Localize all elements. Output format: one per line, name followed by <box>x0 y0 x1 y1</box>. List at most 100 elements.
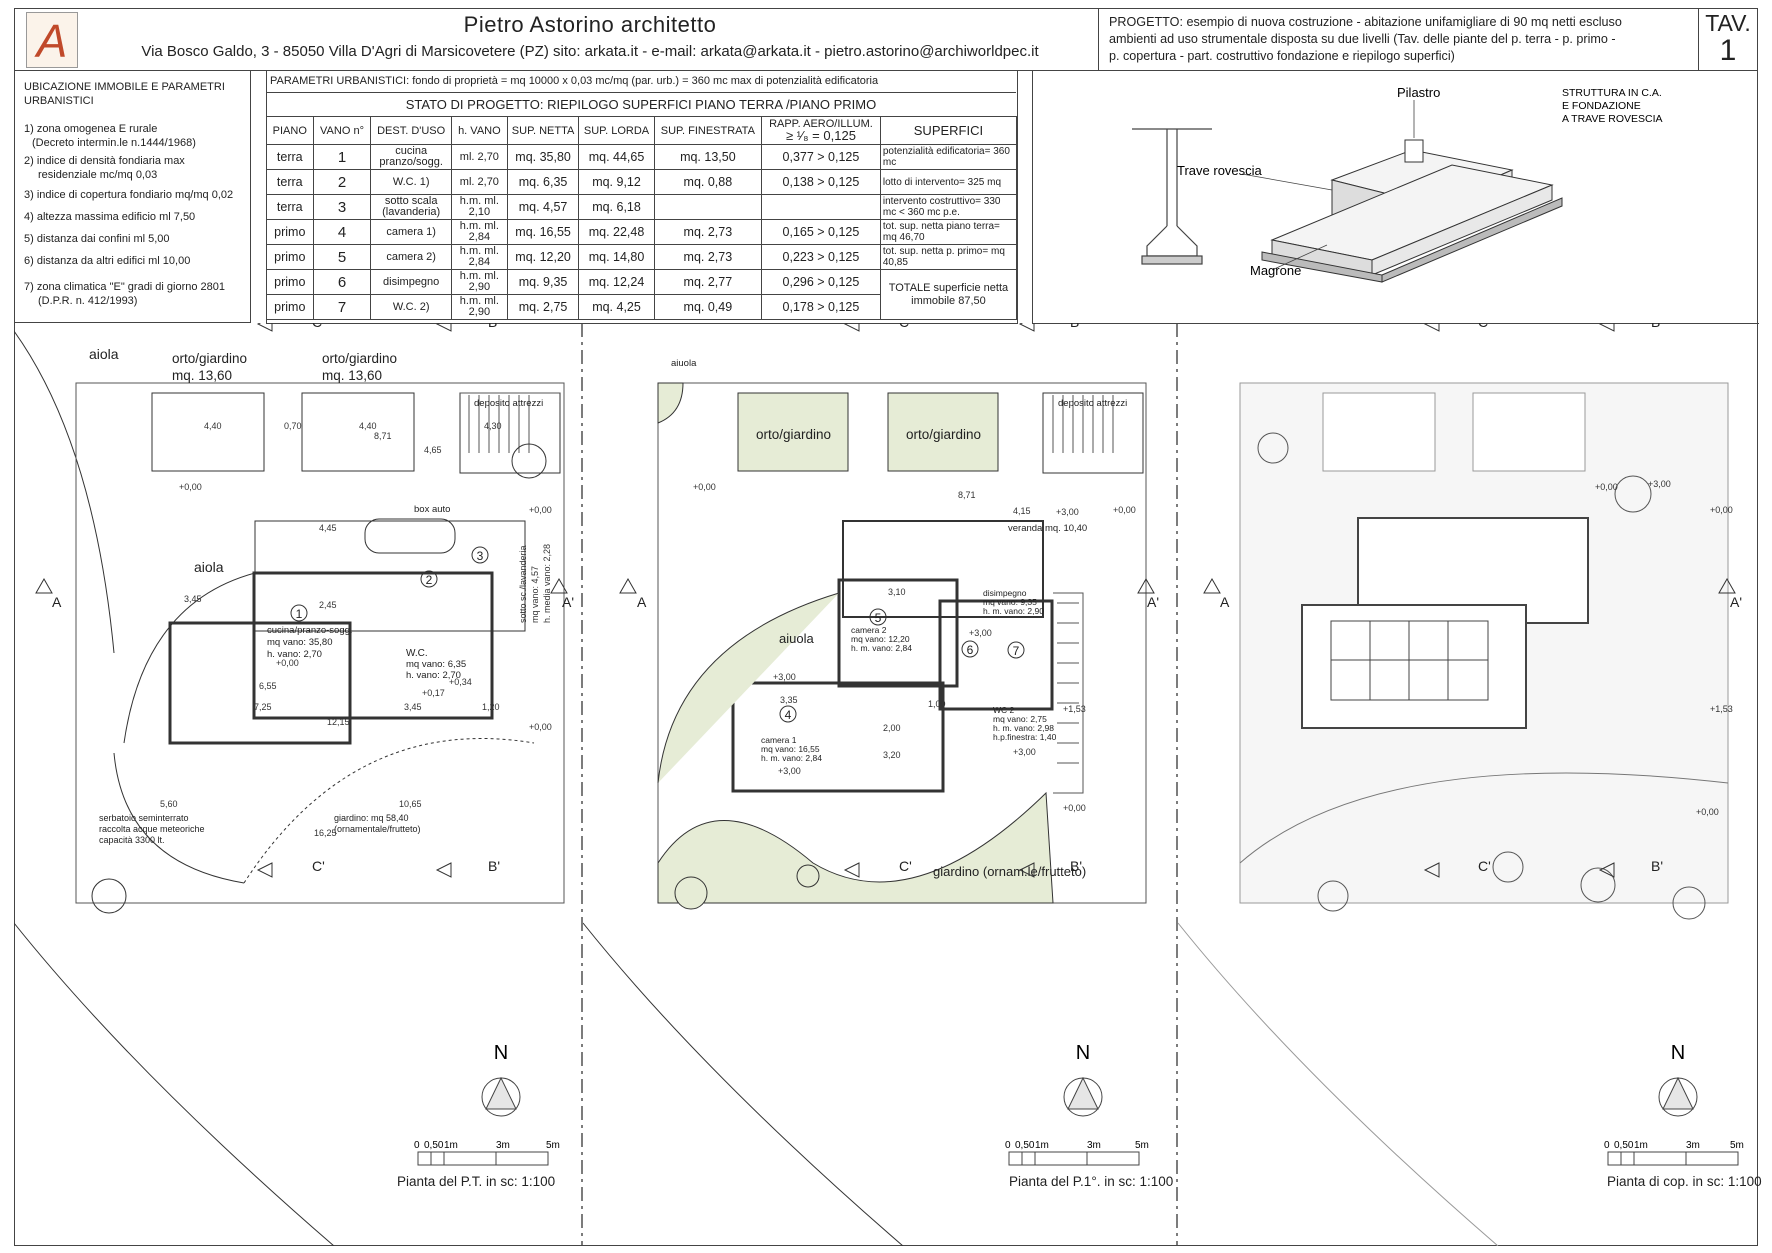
room-number: 2 <box>426 573 433 587</box>
section-marker: B <box>1070 323 1079 330</box>
param-item: 5) distanza dai confini ml 5,00 <box>24 233 170 245</box>
param-item: (D.P.R. n. 412/1993) <box>38 295 138 307</box>
kitchen-label: cucina/pranzo-sogg. <box>267 625 353 636</box>
north-label: N <box>1671 1042 1685 1064</box>
table-cell: terra <box>266 144 314 170</box>
architect-address: Via Bosco Galdo, 3 - 85050 Villa D'Agri … <box>141 43 1039 60</box>
scale-tick: 5m <box>1730 1140 1744 1151</box>
deposito-label: deposito attrezzi <box>474 398 543 409</box>
tav-number: 1 <box>1719 34 1737 67</box>
north-arrow: N <box>1063 1042 1103 1117</box>
summary-table-title: STATO DI PROGETTO: RIEPILOGO SUPERFICI P… <box>405 97 877 112</box>
level-marker: +0,17 <box>422 688 445 698</box>
title-block-divider <box>1098 8 1099 70</box>
scale-tick: 1m <box>1634 1140 1648 1151</box>
dim: 4,45 <box>319 523 337 533</box>
level-marker: +3,00 <box>1013 747 1036 757</box>
location-params-title: URBANISTICI <box>24 95 94 107</box>
well-icon <box>511 443 547 479</box>
dim: 3,10 <box>888 587 906 597</box>
table-cell: 7 <box>312 294 372 320</box>
disimpegno-area: mq vano: 9,35 <box>983 597 1037 607</box>
shed-stairs <box>460 392 560 453</box>
summary-table: PIANO VANO n° DEST. D'USO h. VANO SUP. N… <box>266 116 1018 320</box>
level-marker: +0,34 <box>449 677 472 687</box>
box-auto-label: box auto <box>414 504 450 515</box>
camera2-walls <box>837 578 959 688</box>
car-icon <box>364 518 456 554</box>
dim: 5,60 <box>160 799 178 809</box>
tank-label: serbatoio seminterrato <box>99 813 189 823</box>
table-cell: W.C. 2) <box>370 294 452 320</box>
table-cell: terra <box>266 194 314 220</box>
kitchen-area: mq vano: 35,80 <box>267 637 333 648</box>
table-cell: disimpegno <box>370 269 452 295</box>
level-marker: +0,00 <box>276 658 299 668</box>
table-cell: h.m. ml. 2,90 <box>450 294 508 320</box>
tank-label: capacità 3300 lt. <box>99 835 165 845</box>
param-item: 6) distanza da altri edifici ml 10,00 <box>24 255 191 267</box>
tav-divider <box>1698 8 1699 70</box>
urban-params-line: PARAMETRI URBANISTICI: fondo di propriet… <box>270 75 879 87</box>
scale-tick: 0 <box>1005 1140 1011 1151</box>
col-header: SUP. LORDA <box>578 116 655 145</box>
wc2-window: h.p.finestra: 1,40 <box>993 732 1057 742</box>
col-header: RAPP. AERO/ILLUM.≥ ¹⁄₈ = 0,125 <box>761 116 881 145</box>
table-cell <box>653 194 763 220</box>
urban-line-rule <box>266 92 1016 93</box>
garden-path <box>1239 772 1729 864</box>
scale-bar: 0 0,50 1m 3m 5m <box>414 1140 560 1166</box>
param-item: 1) zona omogenea E rurale <box>24 123 158 135</box>
tank-label: raccolta acque meteoriche <box>99 824 205 834</box>
dim: 4,40 <box>359 421 377 431</box>
table-cell: mq. 12,20 <box>506 244 580 270</box>
aiola-label: aiola <box>194 559 224 575</box>
superfici-note: intervento costruttivo= 330 mc < 360 mc … <box>879 194 1018 220</box>
trave-label: Trave rovescia <box>1177 163 1263 178</box>
project-line: PROGETTO: esempio di nuova costruzione -… <box>1109 15 1622 29</box>
logo-letter: A <box>34 15 68 67</box>
ratio-header-value: ≥ ¹⁄₈ = 0,125 <box>785 128 856 143</box>
table-cell: primo <box>266 294 314 320</box>
room-number: 5 <box>875 611 882 625</box>
north-arrow: N <box>481 1042 521 1117</box>
north-label: N <box>1076 1042 1090 1064</box>
structure-caption: STRUTTURA IN C.A. <box>1562 87 1662 99</box>
project-line: p. copertura - part. costruttivo fondazi… <box>1109 49 1455 63</box>
col-header: PIANO <box>266 116 314 145</box>
room-number: 1 <box>296 607 303 621</box>
level-marker: +3,00 <box>1056 507 1079 517</box>
tree-icon <box>674 876 708 910</box>
tree-icon <box>1257 432 1289 464</box>
garden-bed <box>1472 392 1586 472</box>
level-marker: +0,00 <box>1113 505 1136 515</box>
aiuola-corner <box>657 382 684 424</box>
well-icon <box>1614 475 1652 513</box>
architect-name: Pietro Astorino architetto <box>463 12 717 37</box>
panel-grid <box>1331 621 1488 700</box>
garden-label: giardino (ornam.le/frutteto) <box>933 864 1086 879</box>
tool-shed <box>1042 392 1144 474</box>
section-marker: A <box>1220 594 1230 610</box>
table-cell: mq. 0,49 <box>653 294 763 320</box>
lavanderia-height: h. media vano: 2,28 <box>542 544 552 623</box>
site-curve <box>1178 922 1499 1246</box>
wc-label: W.C. <box>406 648 428 659</box>
level-marker: +0,00 <box>1710 505 1733 515</box>
garden-bed <box>737 392 849 472</box>
dim: 1,00 <box>928 699 946 709</box>
table-cell: mq. 9,12 <box>578 169 655 195</box>
param-item: residenziale mc/mq 0,03 <box>38 169 158 181</box>
scale-tick: 1m <box>444 1140 458 1151</box>
table-cell: 0,138 > 0,125 <box>761 169 881 195</box>
param-item: (Decreto intermin.le n.1444/1968) <box>32 137 196 149</box>
dim: 16,25 <box>314 828 337 838</box>
wc2-height: h. m. vano: 2,98 <box>993 723 1054 733</box>
dim: 3,45 <box>404 702 422 712</box>
aiuola-label: aiuola <box>779 631 814 646</box>
north-arrow: N <box>1658 1042 1698 1117</box>
table-cell: mq. 4,25 <box>578 294 655 320</box>
table-cell: terra <box>266 169 314 195</box>
